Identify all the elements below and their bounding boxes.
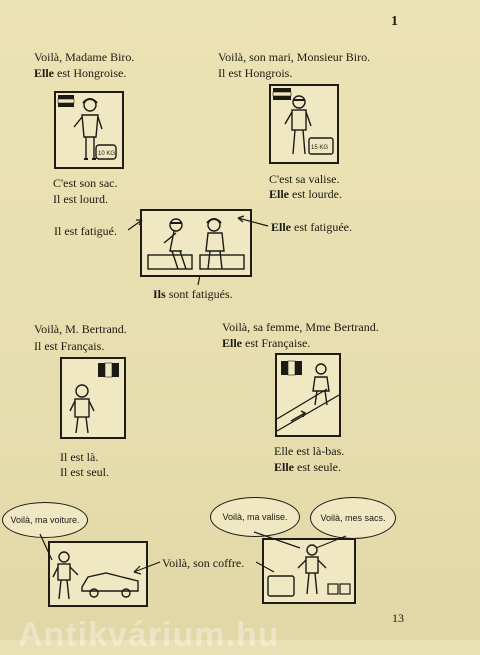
- chapter-number: 1: [391, 14, 398, 29]
- arrow-icon: [290, 410, 306, 422]
- lourde-caption: Elle est lourde.: [269, 187, 342, 201]
- ils-bold: Ils: [153, 287, 166, 301]
- monsieur-biro-drawing: 15 KG: [272, 88, 334, 155]
- il-fatigue-text: Il est fatigué.: [54, 224, 117, 238]
- rest: est seule.: [294, 460, 341, 474]
- tired-couple-illustration: [140, 209, 252, 277]
- watermark-logo: Antikvárium.hu: [18, 616, 280, 654]
- madame-biro-line1: Voilà, Madame Biro.: [34, 50, 135, 64]
- m-bertrand-line2: Il est Français.: [34, 339, 105, 353]
- car-drawing: [52, 551, 139, 600]
- m-bertrand-illustration: [60, 357, 126, 439]
- ils-fatigues-text: Ils sont fatigués.: [153, 287, 233, 301]
- monsieur-biro-line2: Il est Hongrois.: [218, 66, 293, 80]
- monsieur-biro-line1: Voilà, son mari, Monsieur Biro.: [218, 50, 371, 64]
- page-number: 13: [392, 611, 404, 625]
- mme-bertrand-drawing: [276, 360, 340, 432]
- hungarian-flag-icon: [272, 88, 292, 100]
- luggage-illustration: [262, 538, 356, 604]
- il-est-la-caption: Il est là.: [60, 450, 99, 464]
- son-coffre-text: Voilà, son coffre.: [162, 556, 245, 570]
- bag-label: 10 KG: [98, 151, 115, 157]
- rest: sont fatigués.: [165, 287, 233, 301]
- french-flag-icon: [98, 362, 119, 378]
- bubble-text: Voilà, mes sacs.: [320, 513, 386, 523]
- tired-couple-drawing: [147, 218, 245, 270]
- luggage-drawing: [267, 544, 351, 597]
- sa-valise-caption: C'est sa valise.: [269, 172, 340, 186]
- hungarian-flag-icon: [57, 95, 75, 107]
- rest: est Hongroise.: [54, 66, 127, 80]
- elle-bold: Elle: [222, 336, 242, 350]
- bubble-text: Voilà, ma voiture.: [10, 515, 80, 525]
- rest: est fatiguée.: [291, 220, 352, 234]
- elle-bold: Elle: [34, 66, 54, 80]
- madame-biro-line2: Elle est Hongroise.: [34, 66, 126, 80]
- elle-est-labas-caption: Elle est là-bas.: [274, 444, 345, 458]
- elle-bold: Elle: [269, 187, 289, 201]
- m-bertrand-drawing: [69, 362, 119, 434]
- m-bertrand-line1: Voilà, M. Bertrand.: [34, 322, 127, 336]
- rest: est lourde.: [289, 187, 342, 201]
- suitcase-label: 15 KG: [311, 145, 328, 151]
- elle-fatiguee-text: Elle est fatiguée.: [271, 220, 352, 234]
- mme-bertrand-illustration: [275, 353, 341, 437]
- lourd-caption: Il est lourd.: [53, 192, 108, 206]
- elle-est-seule-caption: Elle est seule.: [274, 460, 341, 474]
- son-sac-caption: C'est son sac.: [53, 176, 118, 190]
- rest: est Française.: [242, 336, 311, 350]
- mme-bertrand-line2: Elle est Française.: [222, 336, 310, 350]
- bubble-text: Voilà, ma valise.: [222, 512, 288, 522]
- madame-biro-drawing: 10 KG: [57, 95, 117, 160]
- connector-lines: [39, 215, 347, 575]
- ma-valise-bubble: Voilà, ma valise.: [210, 497, 300, 537]
- mes-sacs-bubble: Voilà, mes sacs.: [310, 497, 396, 539]
- il-est-seul-caption: Il est seul.: [60, 465, 109, 479]
- monsieur-biro-illustration: 15 KG: [269, 84, 339, 164]
- elle-bold: Elle: [274, 460, 294, 474]
- french-flag-icon: [281, 360, 302, 376]
- ma-voiture-bubble: Voilà, ma voiture.: [2, 502, 88, 538]
- madame-biro-illustration: 10 KG: [54, 91, 124, 169]
- arrow-icon: [133, 561, 161, 573]
- elle-bold: Elle: [271, 220, 291, 234]
- car-illustration: [48, 541, 148, 607]
- mme-bertrand-line1: Voilà, sa femme, Mme Bertrand.: [222, 320, 379, 334]
